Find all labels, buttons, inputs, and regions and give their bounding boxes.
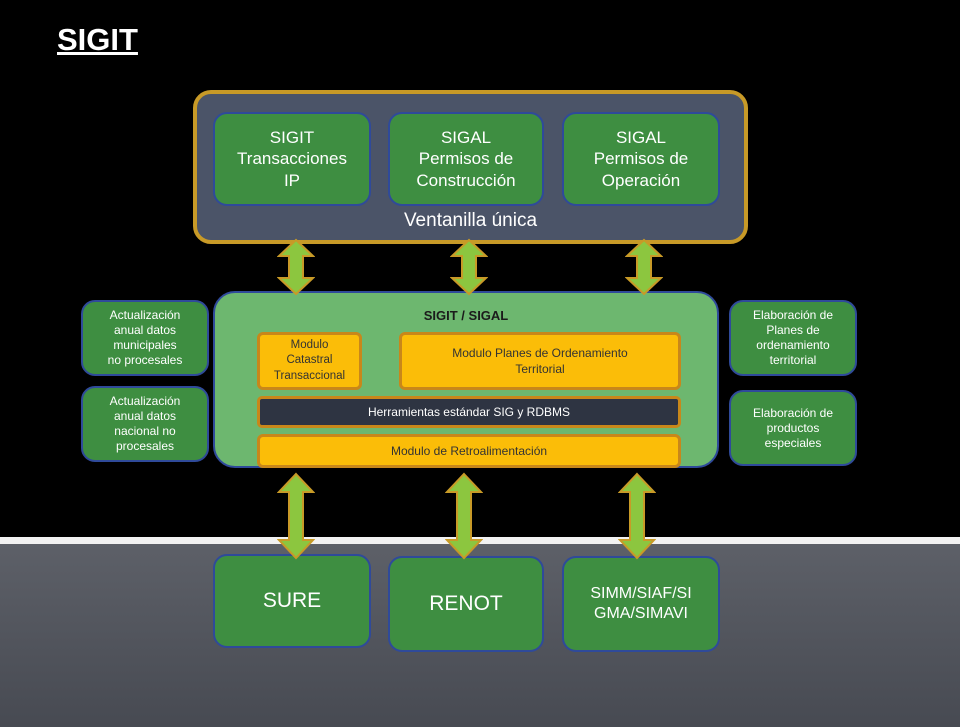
double-arrow-icon: [445, 472, 483, 560]
elaboracion-planes-box: Elaboración de Planes de ordenamiento te…: [729, 300, 857, 376]
double-arrow-icon: [618, 472, 656, 560]
simm-siaf-box: SIMM/SIAF/SI GMA/SIMAVI: [562, 556, 720, 652]
herramientas-box: Herramientas estándar SIG y RDBMS: [257, 396, 681, 428]
actualizacion-nacional-box: Actualización anual datos nacional no pr…: [81, 386, 209, 462]
renot-box: RENOT: [388, 556, 544, 652]
sigit-sigal-label: SIGIT / SIGAL: [423, 308, 509, 323]
double-arrow-icon: [625, 238, 663, 296]
sigal-construccion-box: SIGAL Permisos de Construcción: [388, 112, 544, 206]
ventanilla-unica-label: Ventanilla única: [403, 210, 538, 231]
actualizacion-municipales-box: Actualización anual datos municipales no…: [81, 300, 209, 376]
double-arrow-icon: [450, 238, 488, 296]
sigal-operacion-box: SIGAL Permisos de Operación: [562, 112, 720, 206]
sure-box: SURE: [213, 554, 371, 648]
page-title: SIGIT: [57, 22, 138, 57]
double-arrow-icon: [277, 238, 315, 296]
modulo-catastral-box: Modulo Catastral Transaccional: [257, 332, 362, 390]
modulo-planes-box: Modulo Planes de Ordenamiento Territoria…: [399, 332, 681, 390]
sigit-transacciones-box: SIGIT Transacciones IP: [213, 112, 371, 206]
double-arrow-icon: [277, 472, 315, 560]
elaboracion-productos-box: Elaboración de productos especiales: [729, 390, 857, 466]
modulo-retroalimentacion-box: Modulo de Retroalimentación: [257, 434, 681, 468]
